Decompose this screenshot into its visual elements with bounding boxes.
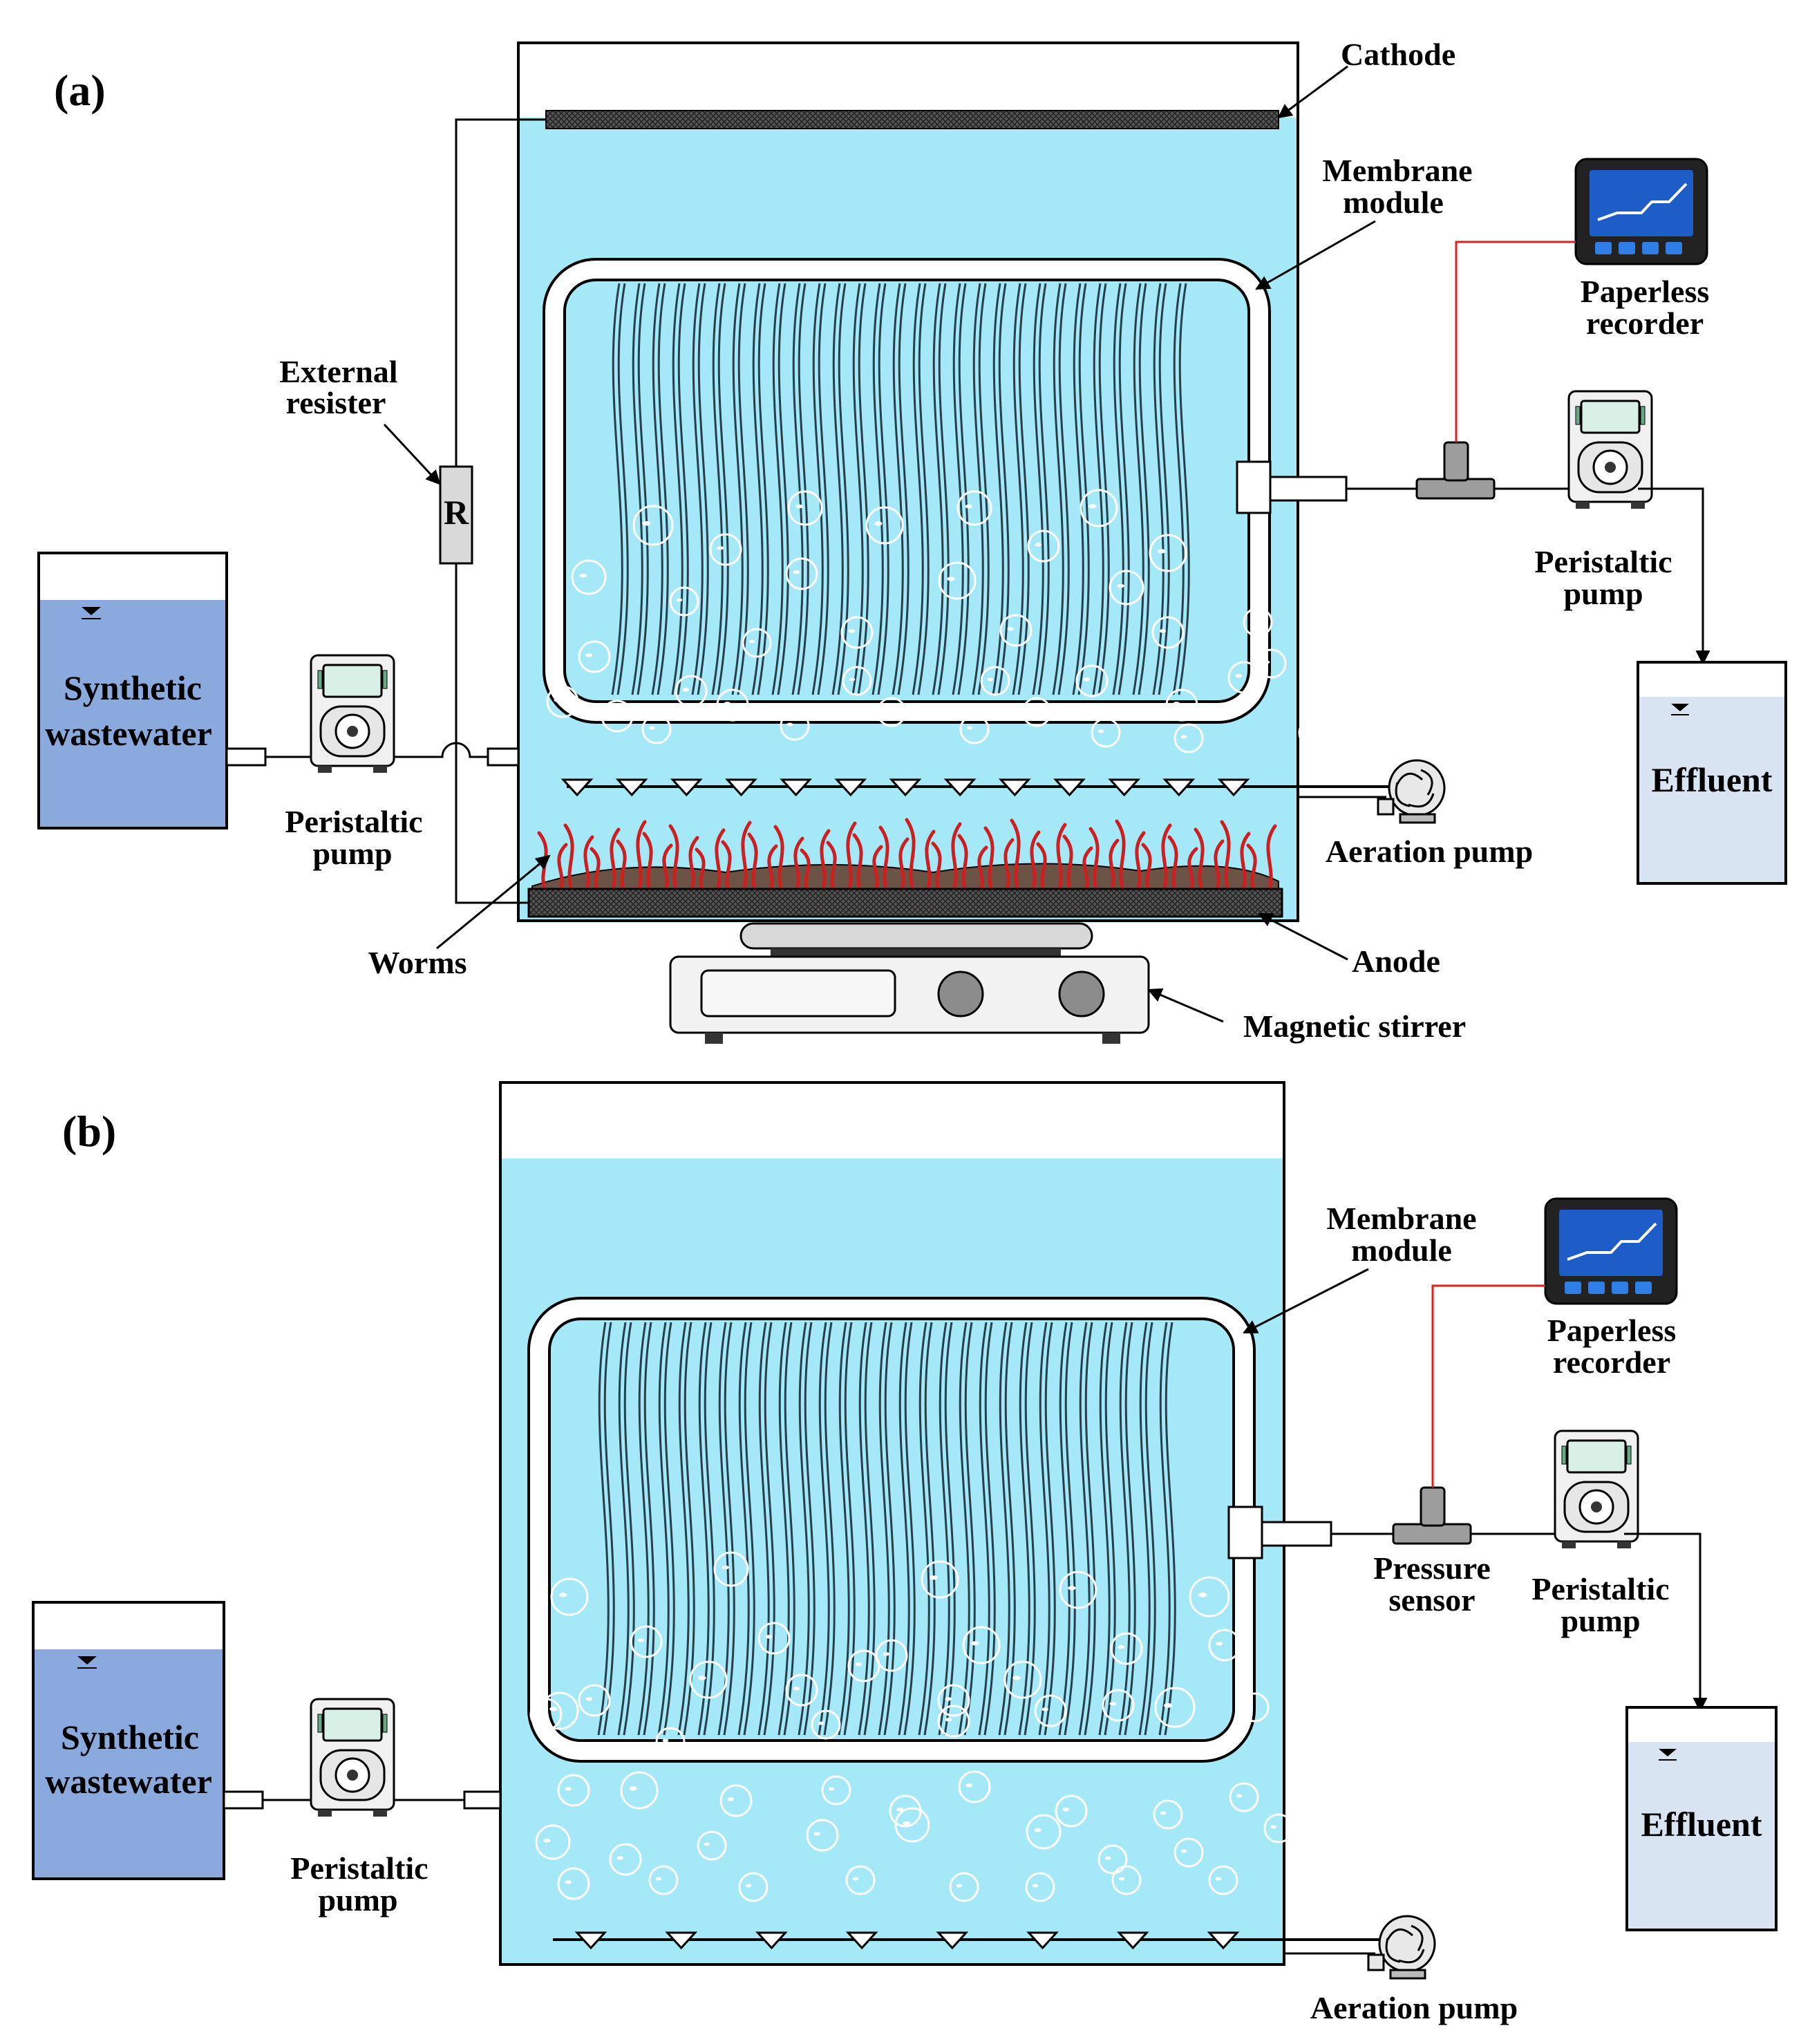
worms-icon: [537, 818, 1277, 894]
cathode-electrode: [545, 110, 1279, 129]
panel-b: (b) Synthetic wastewater: [32, 1081, 1778, 2025]
effluent-tank-b: Effluent: [1625, 1706, 1778, 1931]
aeration-pump-icon: [1367, 1915, 1436, 1980]
effluent-pump-label: Peristaltic: [1531, 1571, 1669, 1606]
membrane-label: Membrane: [1322, 153, 1472, 188]
svg-text:pump: pump: [312, 836, 392, 871]
svg-text:wastewater: wastewater: [45, 1762, 212, 1801]
resister-label: External: [279, 354, 397, 389]
pressure-sensor-icon: [1392, 1523, 1472, 1545]
membrane-module-b: [527, 1297, 1332, 1763]
stirrer-label: Magnetic stirrer: [1243, 1009, 1466, 1044]
anode-electrode: [527, 888, 1283, 918]
svg-text:pump: pump: [1561, 1603, 1640, 1638]
pressure-sensor-icon: [1415, 478, 1496, 500]
aeration-diffuser: [553, 1931, 1382, 1950]
membrane-fibers: [597, 1322, 1176, 1736]
svg-text:resister: resister: [286, 385, 386, 420]
svg-text:pump: pump: [318, 1882, 397, 1918]
svg-text:module: module: [1351, 1232, 1452, 1268]
cathode-label: Cathode: [1341, 37, 1455, 72]
svg-text:pump: pump: [1563, 576, 1643, 611]
air-bubbles: [529, 1551, 1321, 1902]
svg-text:Synthetic: Synthetic: [64, 668, 202, 707]
resistor-symbol: R: [444, 493, 469, 532]
pressure-sensor-label: Pressure: [1373, 1550, 1491, 1586]
panel-b-label: (b): [62, 1107, 116, 1156]
anode-label: Anode: [1352, 944, 1440, 979]
peristaltic-pump-icon: [1554, 1429, 1639, 1548]
influent-pump-label: Peristaltic: [285, 804, 422, 839]
air-bubbles: [546, 489, 1328, 753]
membrane-module-a: [543, 258, 1348, 724]
feed-tank-a: Synthetic wastewater: [37, 552, 228, 829]
svg-text:recorder: recorder: [1586, 306, 1704, 341]
influent-line-a: [225, 742, 520, 767]
svg-text:sensor: sensor: [1388, 1582, 1475, 1618]
peristaltic-pump-icon: [1567, 390, 1653, 509]
effluent-pump-label: Peristaltic: [1534, 544, 1672, 579]
aeration-pump-icon: [1377, 759, 1446, 824]
peristaltic-pump-icon: [310, 654, 395, 773]
svg-text:Effluent: Effluent: [1652, 760, 1773, 799]
membrane-label: Membrane: [1326, 1201, 1476, 1236]
membrane-fibers: [611, 283, 1190, 695]
paperless-recorder-icon: [1544, 1197, 1678, 1305]
paperless-recorder-icon: [1574, 158, 1708, 265]
worm-bed: [531, 818, 1279, 894]
svg-text:Effluent: Effluent: [1641, 1805, 1762, 1844]
aeration-diffuser: [560, 778, 1389, 797]
svg-text:wastewater: wastewater: [45, 714, 212, 753]
panel-a-label: (a): [54, 66, 106, 115]
panel-a: (a): [37, 37, 1787, 1044]
reactor-water-a: [520, 118, 1297, 919]
effluent-tank-a: Effluent: [1637, 661, 1787, 885]
worms-label: Worms: [368, 945, 466, 980]
recorder-label: Paperless: [1581, 274, 1710, 309]
signal-wire: [1431, 1284, 1545, 1488]
aeration-label: Aeration pump: [1326, 834, 1533, 869]
influent-pump-label: Peristaltic: [290, 1850, 428, 1886]
resistor-icon: [439, 465, 473, 565]
svg-text:recorder: recorder: [1553, 1344, 1670, 1380]
svg-text:Synthetic: Synthetic: [61, 1718, 199, 1756]
feed-tank-b: Synthetic wastewater: [32, 1601, 225, 1880]
external-circuit: R: [439, 118, 546, 904]
peristaltic-pump-icon: [310, 1698, 395, 1817]
signal-wire: [1455, 241, 1576, 442]
aeration-label: Aeration pump: [1310, 1990, 1518, 2025]
recorder-label: Paperless: [1547, 1313, 1677, 1348]
svg-text:module: module: [1343, 185, 1444, 220]
magnetic-stirrer-icon: [669, 922, 1150, 1044]
